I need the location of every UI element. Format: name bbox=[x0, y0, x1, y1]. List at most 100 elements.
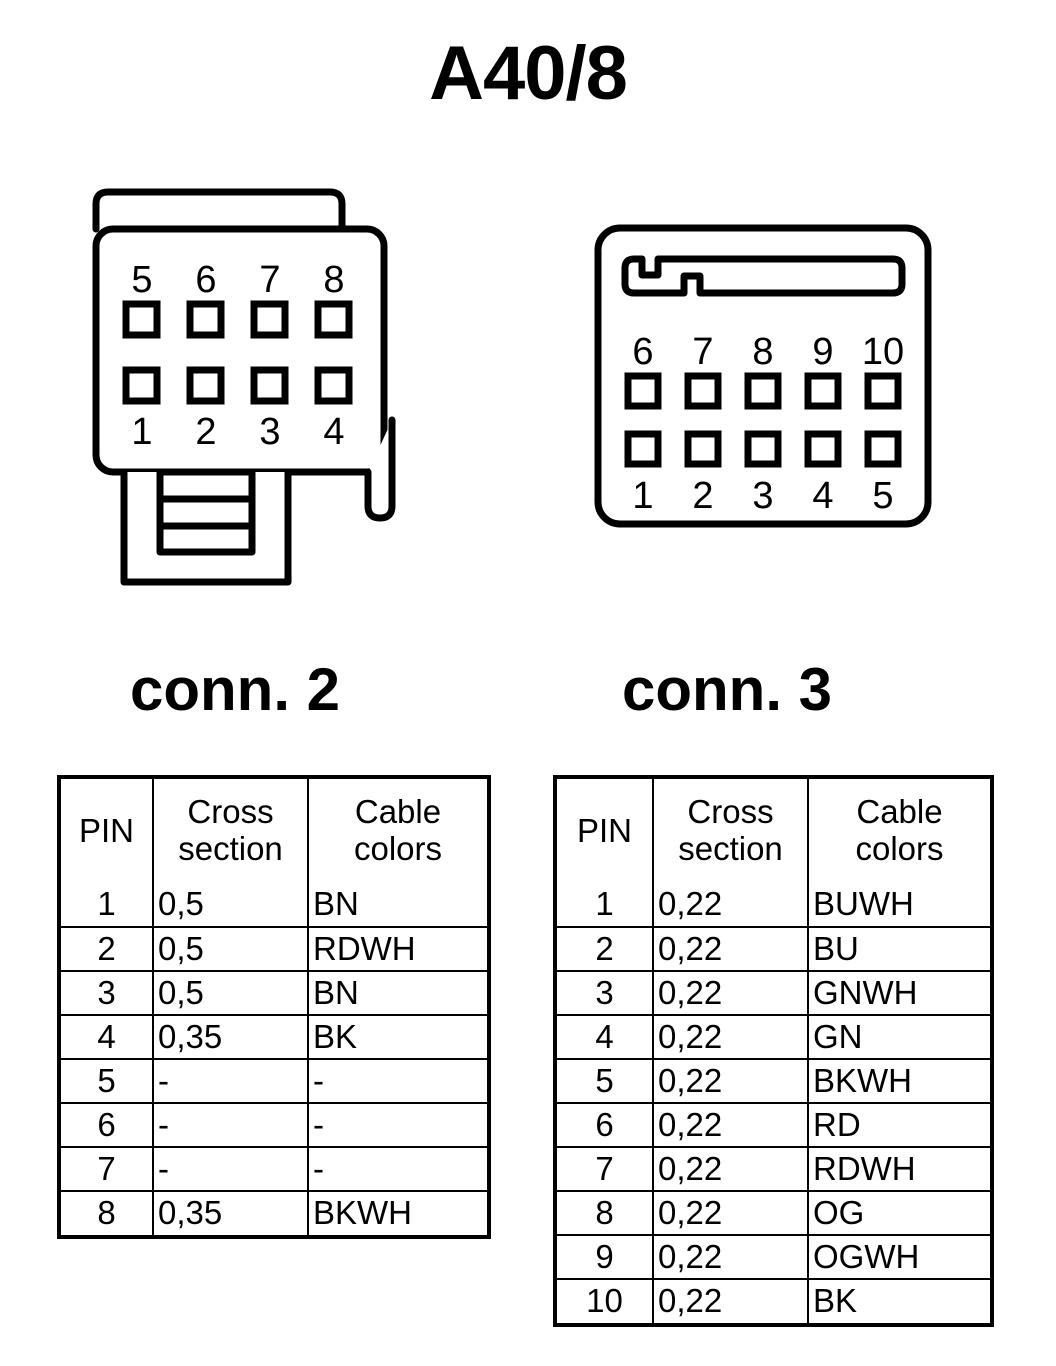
cell-cross-section: 0,22 bbox=[652, 1102, 809, 1148]
cell-cable-colors: RD bbox=[807, 1102, 990, 1148]
column-header-cable-colors: Cable colors bbox=[307, 779, 487, 883]
connector-3-keyed-slot bbox=[621, 255, 906, 297]
connector-2-pin-square-3 bbox=[250, 366, 289, 405]
cell-cable-colors: BKWH bbox=[307, 1190, 487, 1235]
table-row: 7-- bbox=[61, 1146, 487, 1192]
connector-3-pin-label-3: 3 bbox=[752, 475, 773, 517]
connector-2-pin-label-6: 6 bbox=[195, 259, 216, 301]
cell-cross-section: 0,22 bbox=[652, 1014, 809, 1060]
connector-2-pin-square-8 bbox=[314, 300, 353, 339]
cell-cable-colors: BN bbox=[307, 883, 487, 928]
cell-pin: 2 bbox=[557, 926, 654, 972]
connector-3-pin-label-7: 7 bbox=[692, 331, 713, 373]
cell-cross-section: 0,22 bbox=[652, 883, 809, 928]
cell-cable-colors: - bbox=[307, 1146, 487, 1192]
connector-2-pin-square-2 bbox=[186, 366, 225, 405]
cell-cable-colors: BK bbox=[307, 1014, 487, 1060]
cell-cross-section: 0,35 bbox=[152, 1190, 309, 1235]
connector-2-pin-label-1: 1 bbox=[131, 411, 152, 453]
cell-cross-section: 0,22 bbox=[652, 1234, 809, 1280]
cell-pin: 7 bbox=[61, 1146, 154, 1192]
cell-pin: 2 bbox=[61, 926, 154, 972]
cell-cable-colors: OGWH bbox=[807, 1234, 990, 1280]
connector-2-pin-label-4: 4 bbox=[323, 411, 344, 453]
connector-2-pin-label-8: 8 bbox=[323, 259, 344, 301]
cell-cross-section: 0,35 bbox=[152, 1014, 309, 1060]
cell-cross-section: 0,5 bbox=[152, 883, 309, 928]
cell-cross-section: 0,22 bbox=[652, 970, 809, 1016]
connector-3-caption: conn. 3 bbox=[622, 656, 833, 723]
connector-2-side-tab bbox=[364, 416, 396, 522]
cell-pin: 8 bbox=[61, 1190, 154, 1235]
cell-pin: 4 bbox=[557, 1014, 654, 1060]
cell-cross-section: 0,5 bbox=[152, 926, 309, 972]
cell-cross-section: 0,22 bbox=[652, 1190, 809, 1236]
connector-3-pin-label-1: 1 bbox=[632, 475, 653, 517]
connector-3-pin-square-6 bbox=[624, 372, 662, 410]
connector-3-pin-square-4 bbox=[804, 430, 842, 468]
cell-pin: 9 bbox=[557, 1234, 654, 1280]
cell-cross-section: 0,22 bbox=[652, 926, 809, 972]
connector-2-caption: conn. 2 bbox=[130, 656, 341, 723]
connector-3-pin-square-2 bbox=[684, 430, 722, 468]
connector-3-pin-label-9: 9 bbox=[812, 331, 833, 373]
cell-pin: 8 bbox=[557, 1190, 654, 1236]
connector-3-pin-square-8 bbox=[744, 372, 782, 410]
cell-cross-section: - bbox=[152, 1058, 309, 1104]
cell-pin: 3 bbox=[557, 970, 654, 1016]
cell-pin: 6 bbox=[61, 1102, 154, 1148]
cell-cross-section: - bbox=[152, 1146, 309, 1192]
cell-cross-section: 0,22 bbox=[652, 1278, 809, 1323]
connector-2-rear-shell bbox=[92, 188, 346, 233]
cell-pin: 1 bbox=[557, 883, 654, 928]
cell-pin: 5 bbox=[61, 1058, 154, 1104]
cell-pin: 3 bbox=[61, 970, 154, 1016]
connector-2-pin-label-7: 7 bbox=[259, 259, 280, 301]
cell-cable-colors: - bbox=[307, 1102, 487, 1148]
connector-3-diagram: 6 7 8 9 10 1 2 3 4 5 bbox=[586, 216, 946, 536]
cell-cable-colors: RDWH bbox=[807, 1146, 990, 1192]
cell-cable-colors: BN bbox=[307, 970, 487, 1016]
cell-cable-colors: BK bbox=[807, 1278, 990, 1323]
connector-3-pin-label-2: 2 bbox=[692, 475, 713, 517]
connector-2-pin-label-2: 2 bbox=[195, 411, 216, 453]
cell-pin: 6 bbox=[557, 1102, 654, 1148]
column-header-cross-section: Cross section bbox=[652, 779, 809, 883]
page-title: A40/8 bbox=[429, 31, 628, 116]
connector-2-pin-label-3: 3 bbox=[259, 411, 280, 453]
column-header-pin: PIN bbox=[557, 779, 654, 883]
connector-2-pin-square-6 bbox=[186, 300, 225, 339]
cell-pin: 10 bbox=[557, 1278, 654, 1323]
table-row: 5-- bbox=[61, 1058, 487, 1104]
column-header-cable-colors: Cable colors bbox=[807, 779, 990, 883]
connector-3-pin-square-9 bbox=[804, 372, 842, 410]
connector-3-pin-label-6: 6 bbox=[632, 331, 653, 373]
connector-2-pin-square-1 bbox=[122, 366, 161, 405]
cell-cable-colors: BKWH bbox=[807, 1058, 990, 1104]
cell-cross-section: 0,5 bbox=[152, 970, 309, 1016]
cell-pin: 5 bbox=[557, 1058, 654, 1104]
cell-cable-colors: - bbox=[307, 1058, 487, 1104]
connector-3-pin-label-8: 8 bbox=[752, 331, 773, 373]
connector-3-pin-label-5: 5 bbox=[872, 475, 893, 517]
column-header-cross-section: Cross section bbox=[152, 779, 309, 883]
connector-3-pin-square-3 bbox=[744, 430, 782, 468]
table-header-row: PIN Cross section Cable colors bbox=[61, 779, 487, 883]
cell-cable-colors: OG bbox=[807, 1190, 990, 1236]
connector-3-pin-square-7 bbox=[684, 372, 722, 410]
connector-3-pin-label-4: 4 bbox=[812, 475, 833, 517]
connector-2-pin-label-5: 5 bbox=[131, 259, 152, 301]
cell-pin: 4 bbox=[61, 1014, 154, 1060]
connector-3-pin-square-10 bbox=[864, 372, 902, 410]
cell-cable-colors: GNWH bbox=[807, 970, 990, 1016]
